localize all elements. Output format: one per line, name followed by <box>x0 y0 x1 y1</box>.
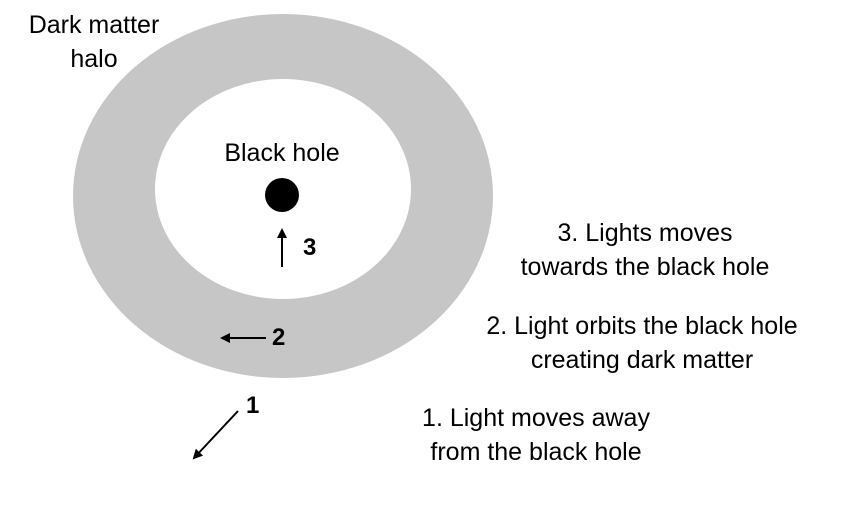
step-3-description: 3. Lights moves towards the black hole <box>490 216 800 284</box>
step-3-line-1: 3. Lights moves <box>557 219 733 247</box>
step-1-line-1: 1. Light moves away <box>422 404 650 432</box>
arrow-step-1 <box>192 410 239 460</box>
marker-step-3: 3 <box>303 234 317 261</box>
step-2-line-2: creating dark matter <box>530 346 754 374</box>
black-hole-label: Black hole <box>224 139 340 167</box>
step-2-line-1: 2. Light orbits the black hole <box>486 312 798 340</box>
step-1-description: 1. Light moves away from the black hole <box>380 401 692 469</box>
step-3-line-2: towards the black hole <box>520 253 770 281</box>
halo-label: Dark matter halo <box>6 8 182 76</box>
halo-label-line-1: Dark matter <box>28 11 160 39</box>
black-hole <box>265 178 299 212</box>
step-2-description: 2. Light orbits the black hole creating … <box>452 309 832 377</box>
marker-step-2: 2 <box>272 324 286 351</box>
halo-label-line-2: halo <box>70 45 118 73</box>
marker-step-1: 1 <box>246 392 260 419</box>
step-1-line-2: from the black hole <box>430 438 642 466</box>
